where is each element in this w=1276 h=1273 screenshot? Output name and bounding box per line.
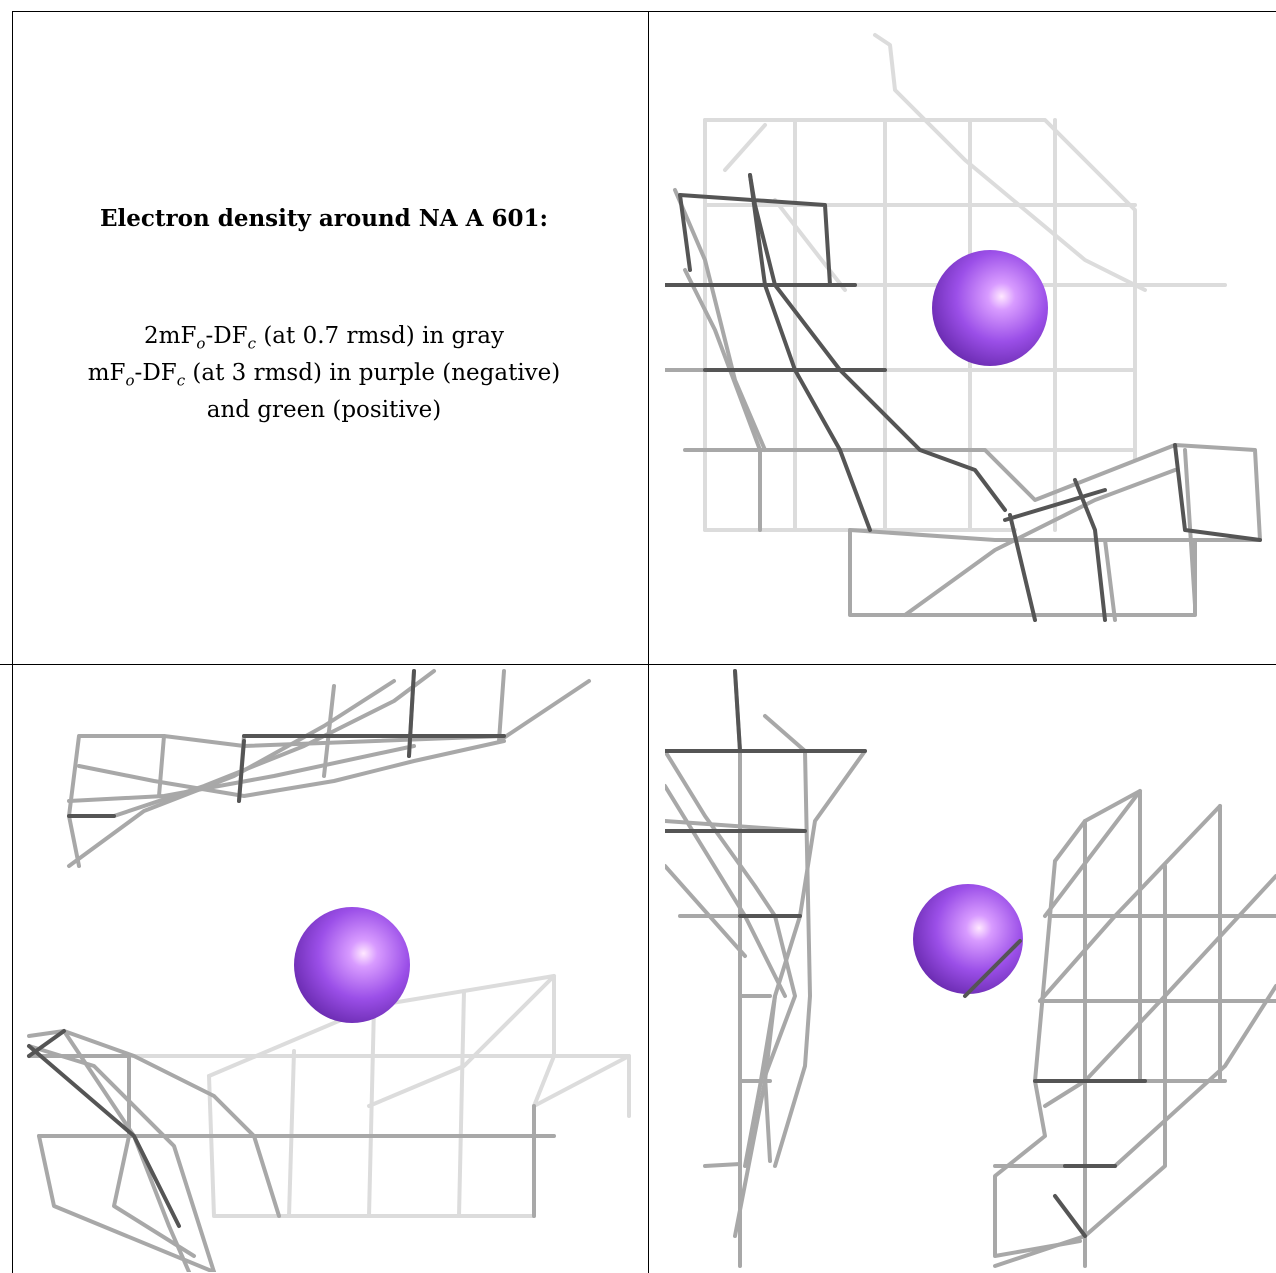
mesh-left-3 [665, 669, 867, 1268]
density-view-1 [665, 30, 1276, 635]
mesh-right-dark-3 [1033, 1079, 1147, 1238]
density-mesh-3 [665, 669, 1276, 1268]
border-left [12, 11, 13, 1273]
mesh-bottom-mid-2 [27, 1029, 556, 1272]
density-mesh-1 [665, 33, 1262, 622]
sodium-atom [932, 250, 1048, 366]
border-middle-horizontal [0, 664, 1276, 665]
mesh-top-2 [67, 669, 591, 868]
border-top [12, 11, 1276, 12]
mesh-mid-1 [665, 188, 1262, 622]
caption-line-2: mFo-DFc (at 3 rmsd) in purple (negative) [87, 360, 561, 390]
mesh-overlap-3 [963, 939, 1022, 998]
density-view-3 [665, 666, 1276, 1272]
density-view-2 [14, 666, 647, 1272]
mesh-top-dark-2 [67, 669, 506, 818]
mesh-dark-1 [665, 173, 1262, 622]
caption-line-3: and green (positive) [206, 397, 442, 423]
mesh-right-3 [993, 789, 1276, 1268]
sodium-atom [294, 907, 410, 1023]
sodium-atom [913, 884, 1023, 994]
mesh-bottom-dark-2 [27, 1029, 181, 1228]
density-mesh-2 [27, 669, 631, 1272]
caption-line-1: 2mFo-DFc (at 0.7 rmsd) in gray [144, 323, 504, 353]
mesh-left-dark-3 [665, 669, 867, 918]
caption-title: Electron density around NA A 601: [100, 205, 548, 232]
border-middle-vertical [648, 11, 649, 1273]
